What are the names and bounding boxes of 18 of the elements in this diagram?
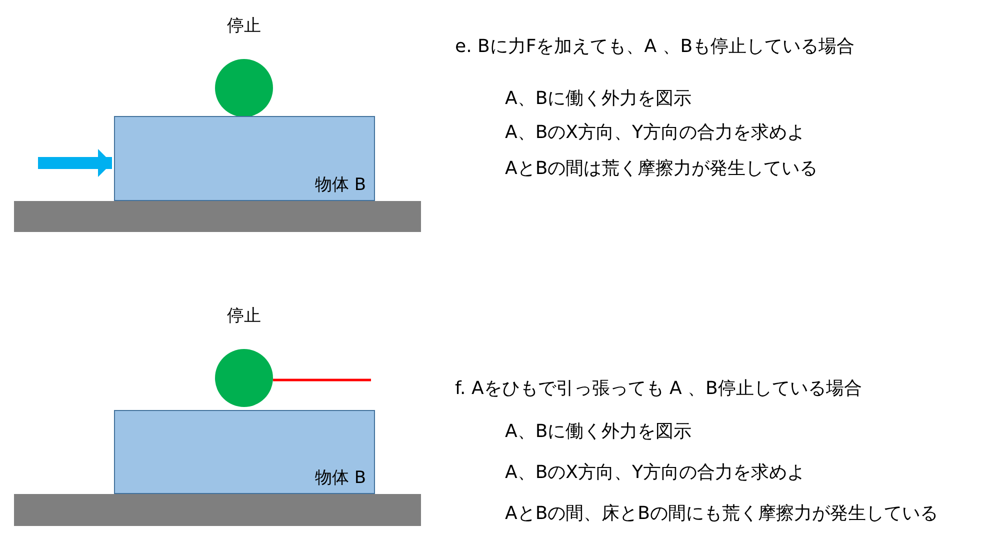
status-label: 停止 bbox=[227, 305, 261, 327]
problem-text: AとBの間は荒く摩擦力が発生している bbox=[505, 157, 818, 180]
force-arrow bbox=[38, 149, 112, 177]
problem-heading: e. Bに力Fを加えても、A 、Bも停止している場合 bbox=[455, 35, 855, 58]
floor-bar bbox=[14, 201, 421, 232]
string-line bbox=[273, 378, 371, 382]
problem-heading: f. Aをひもで引っ張っても A 、B停止している場合 bbox=[455, 377, 862, 400]
problem-text: A、Bに働く外力を図示 bbox=[505, 87, 692, 110]
block bbox=[114, 116, 375, 201]
status-label: 停止 bbox=[227, 15, 261, 37]
problem-text: A、BのX方向、Y方向の合力を求めよ bbox=[505, 461, 805, 484]
problem-text: AとBの間、床とBの間にも荒く摩擦力が発生している bbox=[505, 502, 938, 525]
floor-bar bbox=[14, 494, 421, 526]
problem-text: A、Bに働く外力を図示 bbox=[505, 420, 692, 443]
block-label: 物体 B bbox=[314, 174, 366, 196]
block-label: 物体 B bbox=[314, 467, 366, 489]
block bbox=[114, 410, 375, 494]
problem-text: A、BのX方向、Y方向の合力を求めよ bbox=[505, 121, 805, 144]
